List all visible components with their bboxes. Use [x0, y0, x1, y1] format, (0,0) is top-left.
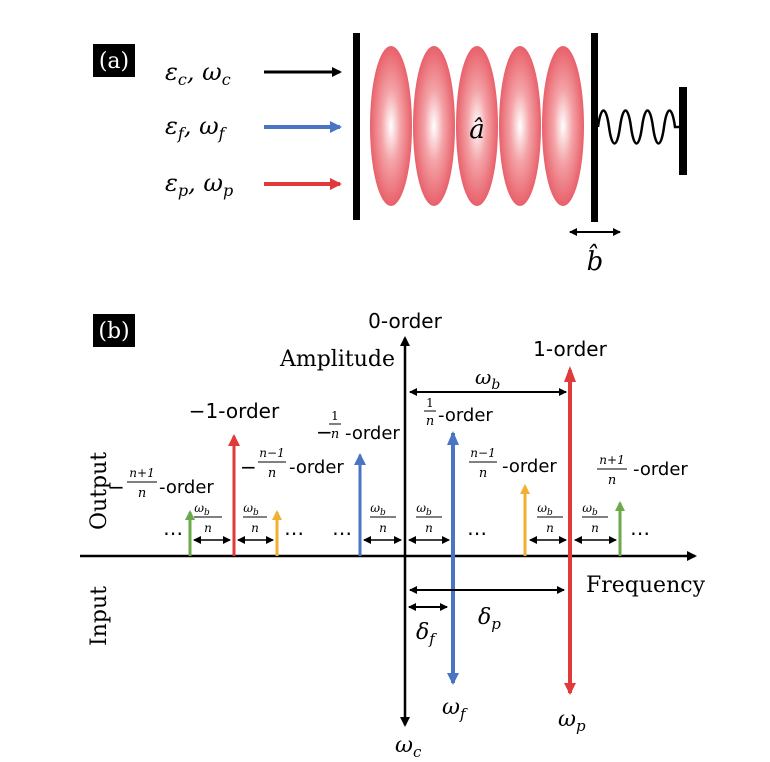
svg-text:n: n [331, 427, 339, 442]
delta-f-spacing: δf [408, 603, 448, 648]
svg-text:-order: -order [438, 405, 493, 426]
svg-text:εc, ωc: εc, ωc [165, 58, 231, 89]
left-mirror [353, 33, 360, 220]
svg-text:−: − [108, 475, 125, 499]
svg-text:n: n [268, 466, 276, 481]
svg-text:εf, ωf: εf, ωf [165, 112, 228, 143]
panel-a-tag-box [93, 44, 135, 77]
cavity-lobe [413, 46, 455, 206]
mechanical-mode-label: b̂ [587, 243, 604, 277]
movable-mirror [591, 33, 598, 222]
1-over-n-order-label: 1 n -order [424, 396, 493, 429]
one-order-label: 1-order [533, 337, 607, 361]
panel-b-tag-box [93, 314, 135, 347]
svg-text:n: n [379, 521, 387, 535]
svg-text:1: 1 [331, 409, 339, 423]
minus-one-order-label: −1-order [189, 399, 280, 423]
omega-b-over-n-spacing: ωb n [237, 501, 274, 544]
svg-text:1: 1 [426, 396, 434, 410]
omega-c-label: ωc [395, 733, 422, 761]
frequency-label: Frequency [586, 573, 706, 598]
svg-text:n: n [546, 521, 554, 535]
ellipsis: ⋯ [163, 521, 183, 545]
svg-text:ωb: ωb [475, 365, 500, 393]
svg-text:n: n [608, 473, 616, 488]
delta-p-spacing: δp [409, 586, 565, 633]
panel-b-tag: (b) [98, 319, 129, 344]
omega-p-label: ωp [558, 707, 586, 735]
n+1-over-n-order-label: n+1 n -order [597, 453, 688, 488]
omega-b-over-n-spacing: ωb n [408, 501, 450, 544]
svg-text:n: n [425, 521, 433, 535]
n-1-over-n-order-label: n−1 n -order [469, 446, 557, 481]
svg-text:n−1: n−1 [259, 446, 284, 460]
zero-order-label: 0-order [368, 309, 442, 333]
output-label: Output [87, 452, 112, 530]
omega-f-label: ωf [442, 695, 468, 723]
svg-text:ωb: ωb [370, 501, 386, 518]
svg-text:-order: -order [345, 423, 400, 444]
minus-n-1-over-n-order-label: − n−1 n -order [240, 446, 344, 481]
svg-text:-order: -order [502, 456, 557, 477]
ellipsis: ⋯ [284, 521, 304, 545]
cavity-lobe [499, 46, 541, 206]
omega-b-over-n-spacing: ωb n [363, 501, 402, 544]
input-label-c: εc, ωc [165, 58, 231, 89]
svg-text:ωb: ωb [582, 501, 598, 518]
svg-text:n: n [204, 521, 212, 535]
svg-text:n: n [426, 414, 434, 429]
cavity-lobe [456, 46, 498, 206]
input-label-f: εf, ωf [165, 112, 228, 143]
spring [596, 109, 680, 145]
ellipsis: ⋯ [630, 521, 650, 545]
probe-f-up-head [447, 431, 459, 445]
omega-b-over-n-spacing: ωb n [193, 501, 231, 544]
ellipsis: ⋯ [332, 521, 352, 545]
cavity-lobe [370, 46, 412, 206]
svg-text:n+1: n+1 [129, 466, 154, 480]
svg-text:ωb: ωb [194, 501, 210, 518]
omega-b-over-n-spacing: ωb n [529, 501, 567, 544]
minus-1-over-n-order-label: − 1 n -order [316, 409, 400, 444]
svg-text:n: n [251, 521, 259, 535]
svg-text:n: n [479, 466, 487, 481]
svg-text:−: − [316, 420, 333, 444]
omega-b-spacing-main: ωb [409, 365, 567, 396]
amplitude-label: Amplitude [279, 347, 395, 372]
svg-text:n+1: n+1 [599, 453, 624, 467]
ellipsis: ⋯ [467, 521, 487, 545]
svg-text:-order: -order [159, 477, 214, 498]
svg-text:δp: δp [478, 605, 501, 633]
svg-text:ωb: ωb [416, 501, 432, 518]
svg-text:n: n [591, 521, 599, 535]
spring-anchor [679, 87, 687, 175]
svg-text:-order: -order [289, 457, 344, 478]
svg-text:ωb: ωb [537, 501, 553, 518]
pump-p-up-head [564, 366, 576, 382]
svg-text:n−1: n−1 [470, 446, 495, 460]
cavity-mode-label: â [469, 115, 485, 145]
minus-n+1-over-n-order-label: − n+1 n -order [108, 466, 214, 501]
svg-text:-order: -order [633, 459, 688, 480]
svg-text:ωb: ωb [243, 501, 259, 518]
svg-text:n: n [138, 486, 146, 501]
input-label: Input [87, 586, 112, 646]
omega-b-over-n-spacing: ωb n [574, 501, 617, 544]
input-label-p: εp, ωp [165, 169, 233, 200]
cavity-lobe [542, 46, 584, 206]
svg-text:δf: δf [416, 620, 437, 648]
svg-text:εp, ωp: εp, ωp [165, 169, 233, 200]
svg-text:−: − [240, 455, 257, 479]
panel-a-tag: (a) [99, 49, 129, 74]
